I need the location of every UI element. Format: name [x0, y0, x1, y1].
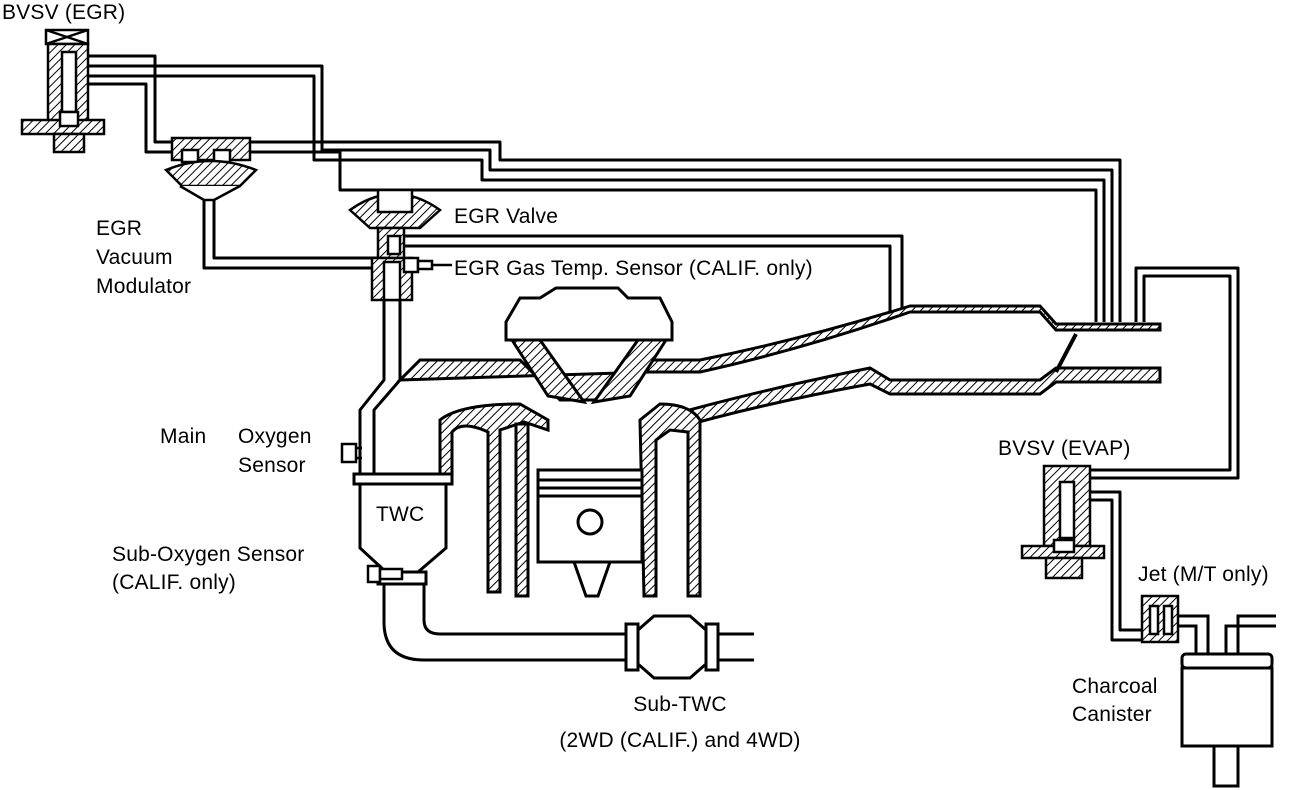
label-bvsv-egr: BVSV (EGR): [2, 1, 126, 24]
bvsv-egr: [20, 28, 106, 154]
label-sub-twc-line1: Sub-TWC: [633, 693, 727, 716]
jet: [1140, 594, 1180, 644]
label-jet: Jet (M/T only): [1138, 563, 1269, 586]
sub-oxygen-sensor: [366, 564, 404, 584]
main-oxygen-sensor: [340, 442, 362, 464]
label-oxygen-sensor-line1: Oxygen: [238, 425, 312, 448]
label-egr-vacuum-modulator-line2: Vacuum: [96, 246, 173, 269]
egr-vacuum-modulator: [163, 136, 259, 202]
egr-passage: [358, 300, 402, 478]
vacuum-hose-evap-to-jet: [1090, 490, 1142, 642]
vacuum-hose-bvsv-to-modulator: [88, 54, 172, 154]
cylinder-head: [396, 286, 1162, 432]
vacuum-hose-evap-to-intake: [1090, 266, 1240, 480]
vacuum-hose-modulator-to-egr: [202, 190, 390, 270]
label-egr-vacuum-modulator-line3: Modulator: [96, 275, 192, 298]
label-bvsv-evap: BVSV (EVAP): [998, 437, 1131, 460]
sub-twc: [624, 614, 720, 680]
label-charcoal-canister-line1: Charcoal: [1072, 675, 1158, 698]
vacuum-hose-modulator-to-right: [250, 140, 1122, 322]
label-twc: TWC: [376, 503, 425, 526]
charcoal-canister: [1180, 652, 1274, 788]
label-charcoal-canister-line2: Canister: [1072, 703, 1152, 726]
label-main: Main: [160, 425, 207, 448]
engine-block: [438, 402, 702, 598]
label-egr-vacuum-modulator-line1: EGR: [96, 217, 143, 240]
label-sub-oxygen-sensor-line2: (CALIF. only): [112, 571, 236, 594]
exhaust-pipe: [382, 584, 754, 662]
vacuum-hoses: [88, 54, 1240, 642]
label-sub-oxygen-sensor-line1: Sub-Oxygen Sensor: [112, 543, 305, 566]
label-oxygen-sensor-line2: Sensor: [238, 454, 306, 477]
vacuum-hose-bvsv-egr-to-right: [88, 64, 1114, 322]
egr-pipe-to-exhaust: [400, 234, 904, 318]
bvsv-evap: [1020, 464, 1106, 580]
label-egr-valve: EGR Valve: [454, 205, 559, 228]
egr-gas-temp-sensor: [402, 256, 452, 274]
label-sub-twc-line2: (2WD (CALIF.) and 4WD): [559, 729, 801, 752]
canister-hoses: [1178, 614, 1276, 654]
label-egr-gas-temp-sensor: EGR Gas Temp. Sensor (CALIF. only): [454, 257, 813, 280]
